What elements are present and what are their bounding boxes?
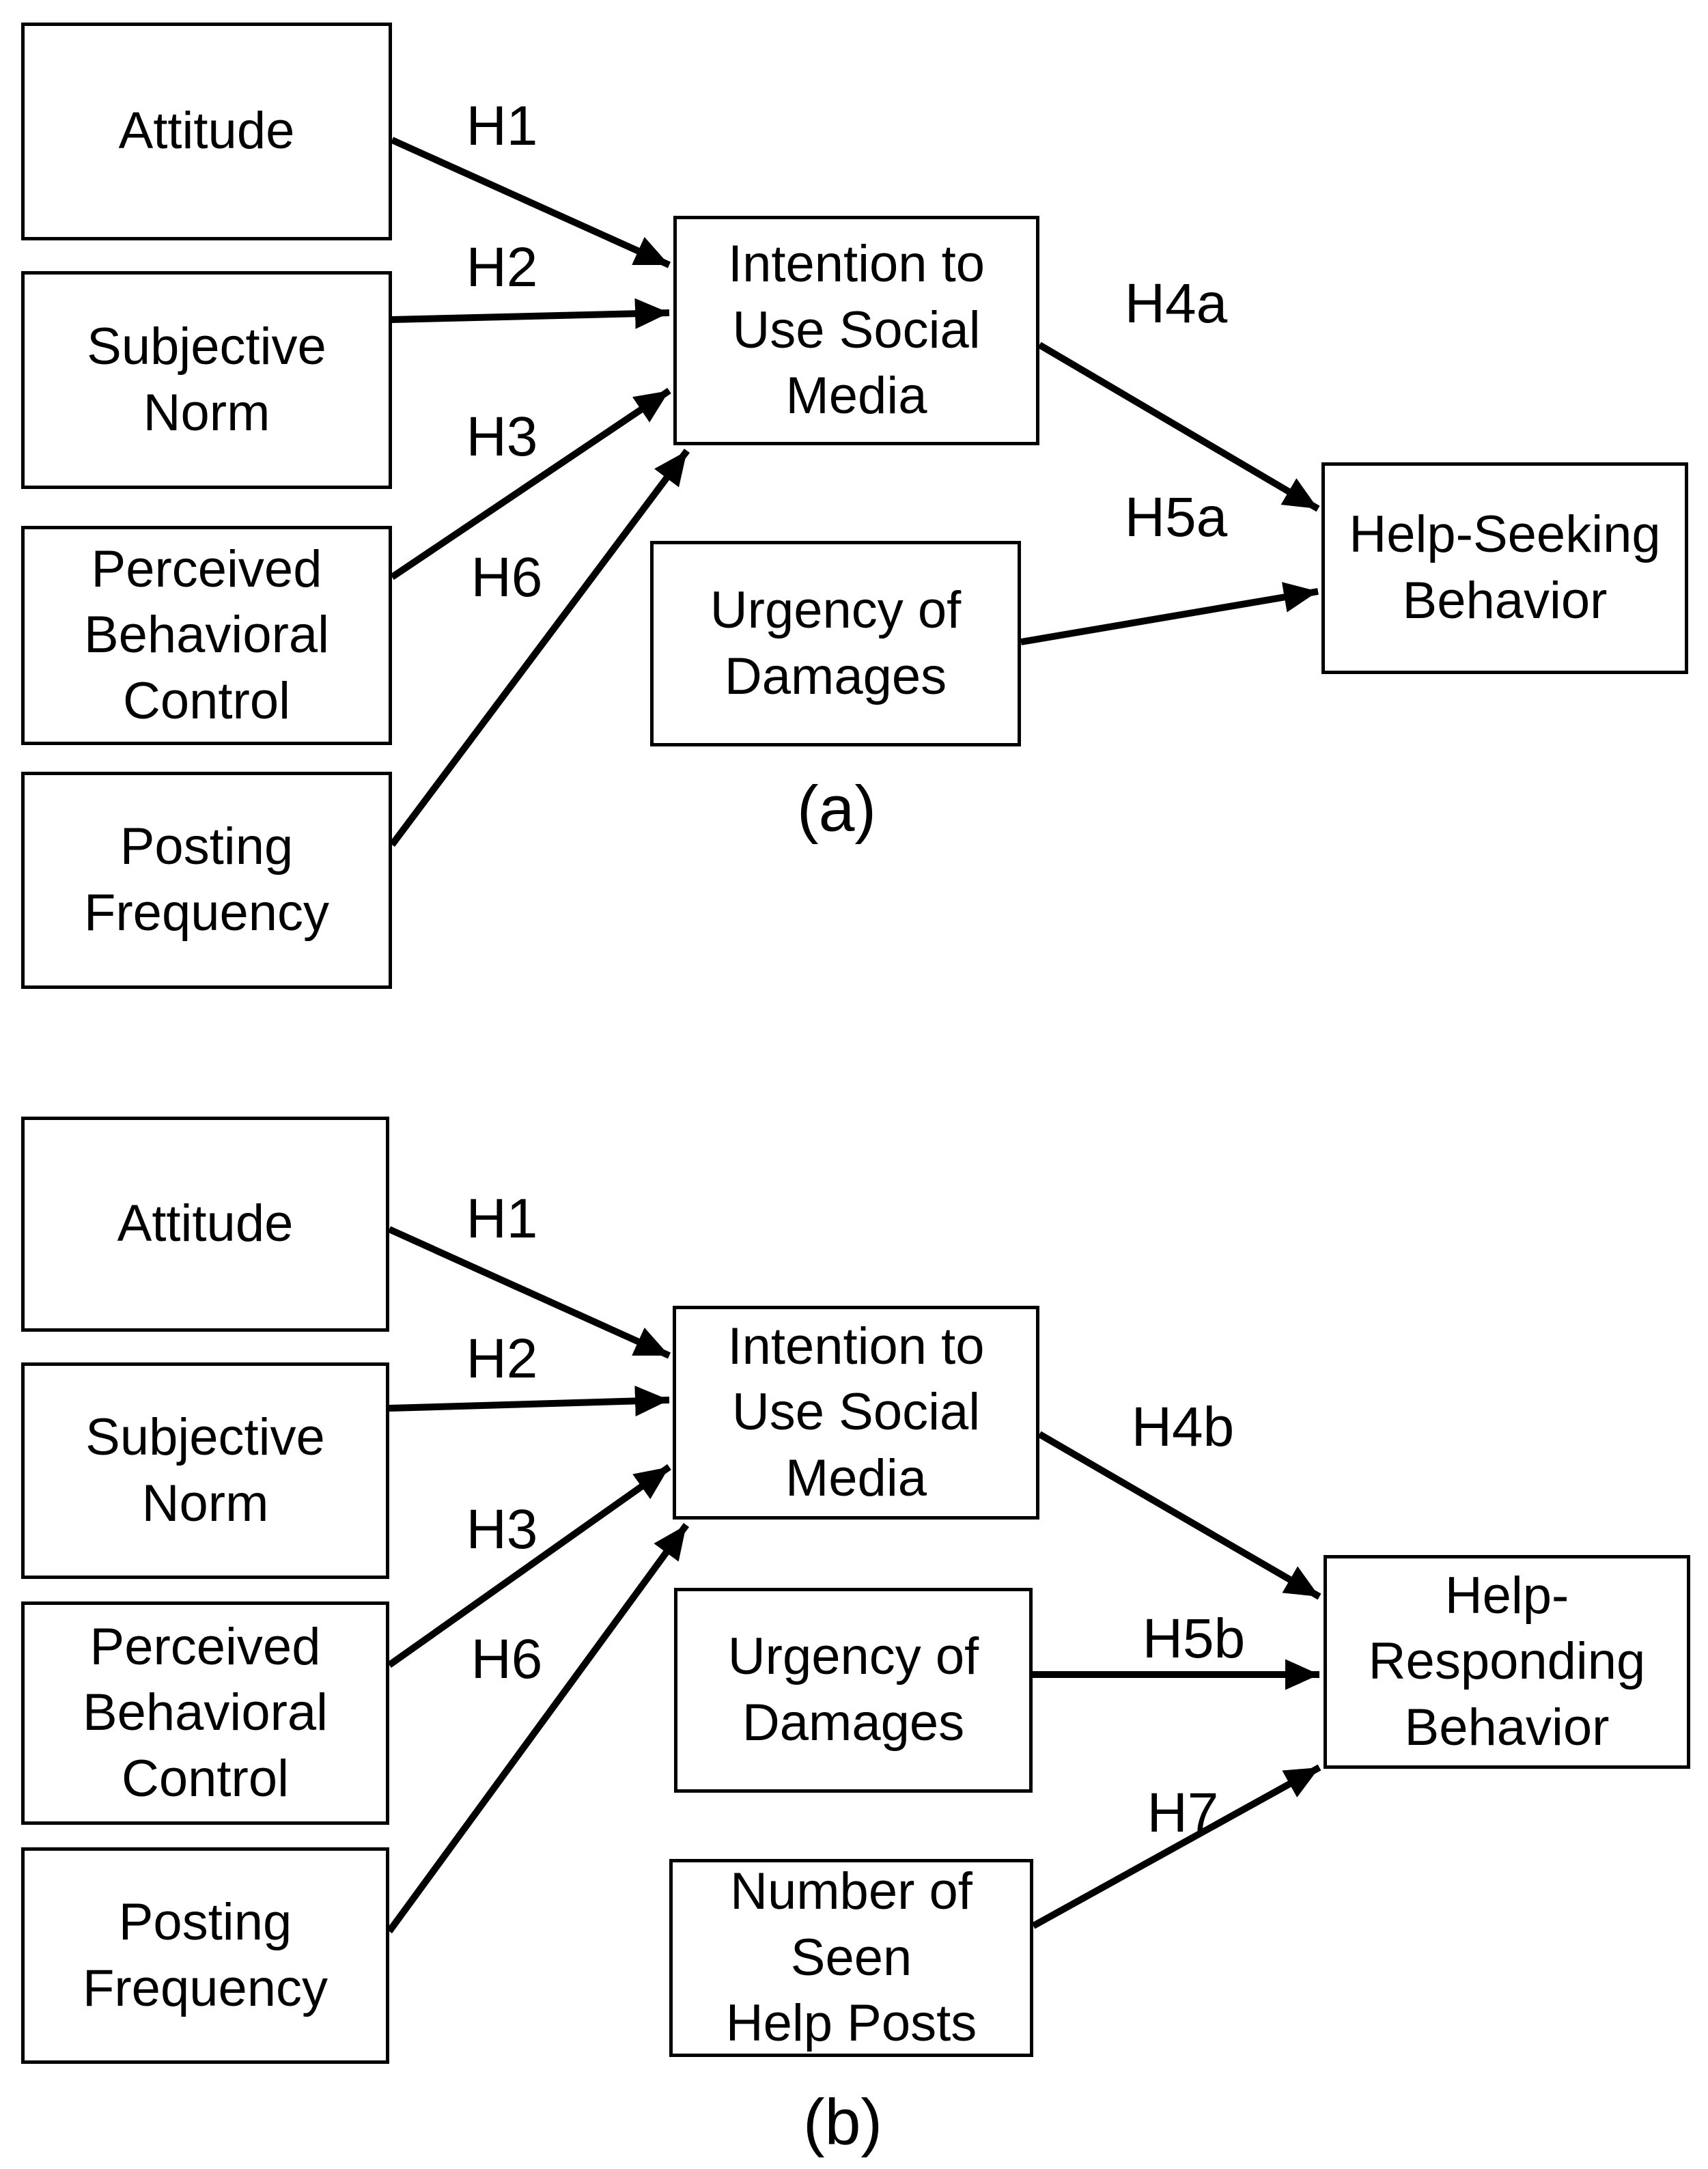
arrow-h2-a xyxy=(391,298,670,329)
edge-label-h4a: H4a xyxy=(1124,272,1228,335)
arrow-h4a xyxy=(1037,341,1320,512)
edge-label-h1-a: H1 xyxy=(466,95,538,157)
node-intention-b: Intention to Use Social Media xyxy=(673,1306,1039,1520)
edge-label-h3-b: H3 xyxy=(466,1498,538,1561)
node-number-seen-help-posts: Number of Seen Help Posts xyxy=(669,1859,1033,2057)
edge-label-h1-b: H1 xyxy=(466,1188,538,1250)
node-perceived-behavioral-control-b-label: Perceived Behavioral Control xyxy=(82,1617,328,1808)
node-perceived-behavioral-control-b: Perceived Behavioral Control xyxy=(21,1601,389,1825)
node-urgency-b: Urgency of Damages xyxy=(674,1588,1033,1793)
node-help-seeking-behavior-label: Help-Seeking Behavior xyxy=(1349,505,1661,630)
node-posting-frequency-b: Posting Frequency xyxy=(21,1847,389,2064)
arrow-h4b xyxy=(1037,1431,1321,1600)
node-help-seeking-behavior: Help-Seeking Behavior xyxy=(1321,462,1688,674)
node-help-responding-behavior: Help- Responding Behavior xyxy=(1324,1555,1690,1769)
edge-label-h5a: H5a xyxy=(1124,486,1228,548)
edge-label-h6-b: H6 xyxy=(471,1628,543,1690)
node-urgency-a-label: Urgency of Damages xyxy=(710,580,962,705)
node-perceived-behavioral-control-a-label: Perceived Behavioral Control xyxy=(83,540,330,730)
node-attitude-a-label: Attitude xyxy=(118,102,295,160)
node-intention-b-label: Intention to Use Social Media xyxy=(727,1317,985,1507)
edge-label-h4b: H4b xyxy=(1131,1396,1235,1458)
edge-label-h7: H7 xyxy=(1147,1782,1219,1844)
arrow-h3-b xyxy=(387,1464,671,1668)
node-attitude-b-label: Attitude xyxy=(117,1194,294,1253)
arrow-h5a xyxy=(1020,582,1319,645)
arrow-h3-a xyxy=(390,387,671,580)
node-posting-frequency-a: Posting Frequency xyxy=(21,772,392,989)
node-posting-frequency-a-label: Posting Frequency xyxy=(83,817,330,942)
node-intention-a: Intention to Use Social Media xyxy=(673,216,1039,445)
node-subjective-norm-a-label: Subjective Norm xyxy=(87,317,326,442)
node-attitude-a: Attitude xyxy=(21,23,392,240)
arrow-h7 xyxy=(1031,1764,1321,1929)
panel-a-caption: (a) xyxy=(796,772,877,845)
arrow-h6-b xyxy=(386,1523,690,1933)
arrow-h1-a xyxy=(390,137,671,268)
node-subjective-norm-b-label: Subjective Norm xyxy=(85,1408,325,1533)
node-help-responding-behavior-label: Help- Responding Behavior xyxy=(1368,1566,1646,1757)
node-subjective-norm-b: Subjective Norm xyxy=(21,1362,389,1579)
edge-label-h2-b: H2 xyxy=(466,1328,538,1390)
node-attitude-b: Attitude xyxy=(21,1117,389,1332)
node-perceived-behavioral-control-a: Perceived Behavioral Control xyxy=(21,526,392,745)
edge-label-h6-a: H6 xyxy=(471,546,543,608)
edge-label-h5b: H5b xyxy=(1142,1608,1246,1670)
node-number-seen-help-posts-label: Number of Seen Help Posts xyxy=(725,1862,977,2053)
arrow-h2-b xyxy=(389,1385,670,1416)
arrow-h6-a xyxy=(389,449,690,847)
node-urgency-b-label: Urgency of Damages xyxy=(727,1627,979,1752)
node-posting-frequency-b-label: Posting Frequency xyxy=(82,1892,328,2017)
node-urgency-a: Urgency of Damages xyxy=(650,541,1021,746)
edge-label-h2-a: H2 xyxy=(466,236,538,298)
panel-b-caption: (b) xyxy=(802,2086,883,2159)
node-subjective-norm-a: Subjective Norm xyxy=(21,271,392,489)
edge-label-h3-a: H3 xyxy=(466,406,538,468)
arrow-h1-b xyxy=(387,1226,671,1359)
node-intention-a-label: Intention to Use Social Media xyxy=(727,235,985,425)
